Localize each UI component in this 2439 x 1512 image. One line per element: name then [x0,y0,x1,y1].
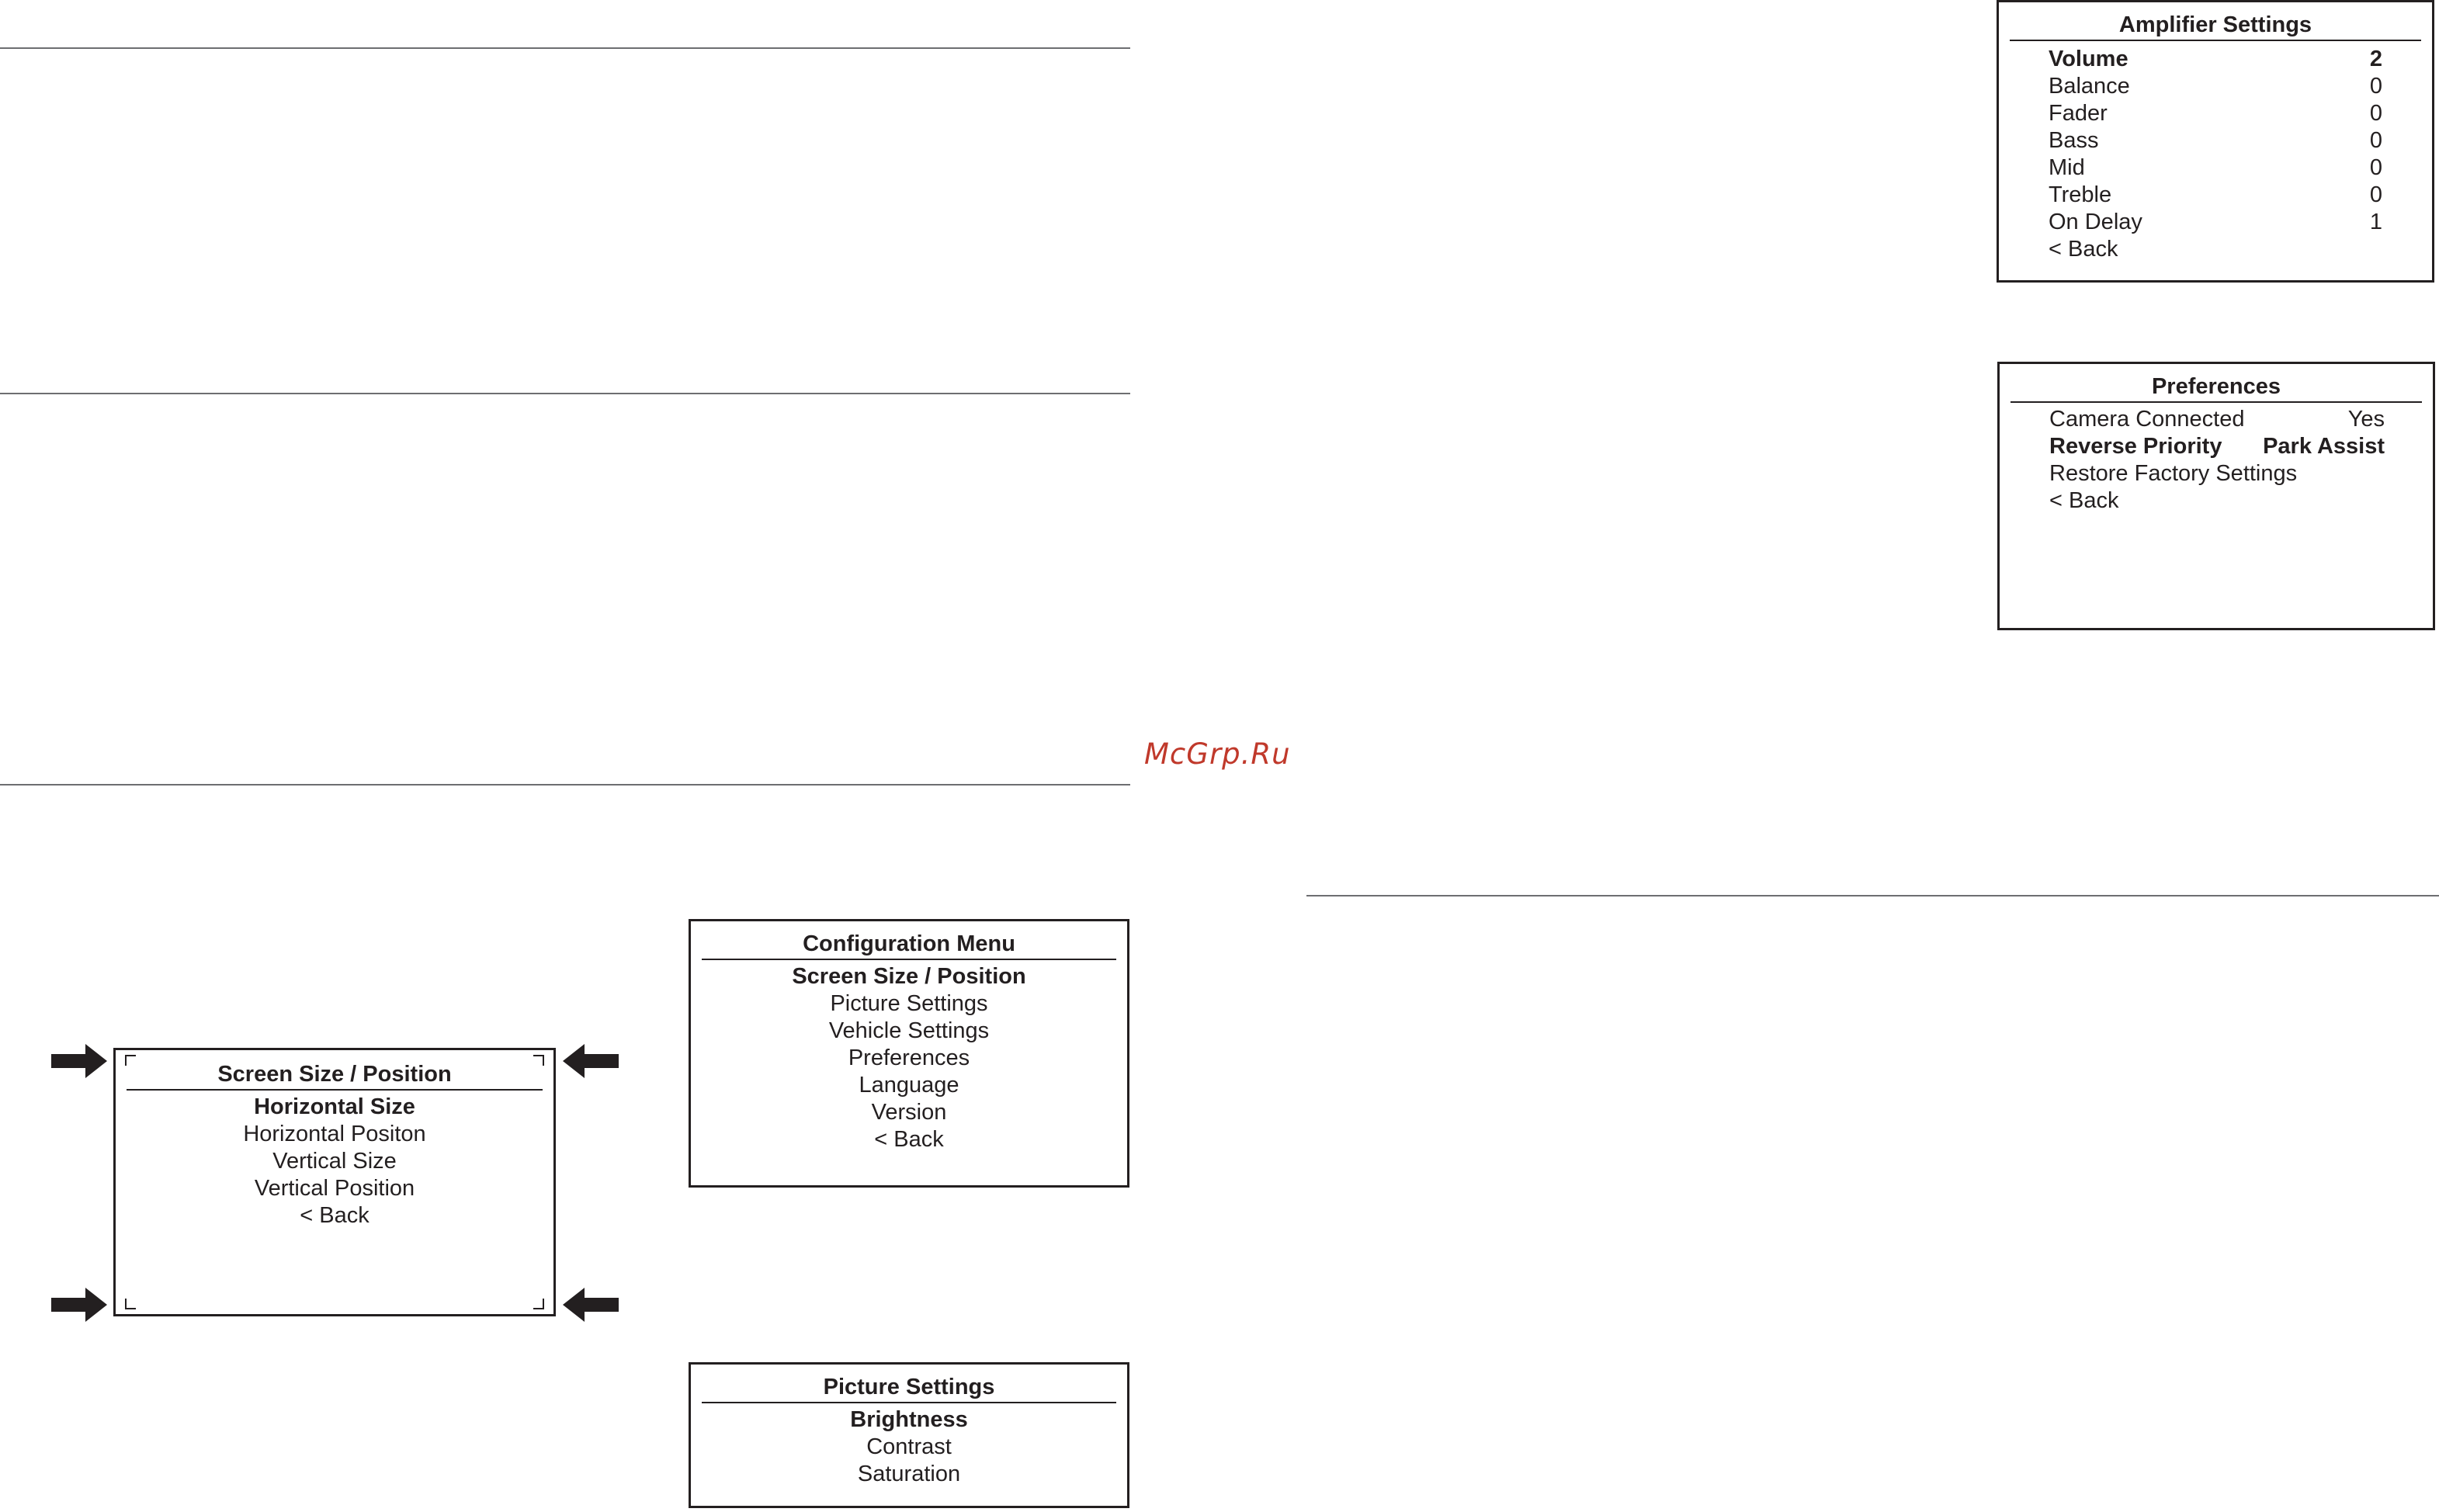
divider-line-middle-left [0,393,1130,394]
menu-item-language[interactable]: Language [859,1073,959,1098]
menu-item-back[interactable]: < Back [874,1127,944,1152]
menu-item-saturation[interactable]: Saturation [857,1462,961,1486]
menu-item-horizontal-size[interactable]: Horizontal Size [254,1094,415,1119]
menu-item-picture-settings[interactable]: Picture Settings [830,991,988,1016]
menu-title: Amplifier Settings [2118,12,2312,37]
menu-item-vehicle-settings[interactable]: Vehicle Settings [828,1018,990,1043]
menu-item-back[interactable]: < Back [300,1203,369,1228]
arrow-left-icon [563,1044,619,1078]
menu-title: Picture Settings [823,1375,995,1399]
title-rule [127,1089,543,1091]
corner-mark-bottom-left [125,1299,136,1309]
divider-line-lower-left [0,784,1130,785]
screen-size-position-menu: Screen Size / Position Horizontal Size H… [113,1048,556,1316]
title-rule [2010,40,2421,41]
menu-item-contrast[interactable]: Contrast [866,1434,952,1459]
title-rule [702,959,1116,960]
arrow-right-icon [51,1044,107,1078]
menu-item-restore-factory-settings[interactable]: Restore Factory Settings [2049,461,2298,486]
divider-line-right [1306,895,2439,896]
corner-mark-top-right [533,1055,544,1066]
menu-item-preferences[interactable]: Preferences [848,1046,970,1070]
title-rule [702,1402,1116,1403]
menu-item-brightness[interactable]: Brightness [850,1407,968,1432]
menu-item-version[interactable]: Version [871,1100,947,1125]
menu-item-back[interactable]: < Back [2049,237,2118,262]
menu-title: Preferences [2151,374,2281,399]
divider-line-top-left [0,47,1130,49]
arrow-left-icon [563,1288,619,1322]
picture-settings-menu: Picture Settings Brightness Contrast Sat… [689,1362,1129,1508]
menu-item-vertical-position[interactable]: Vertical Position [254,1176,415,1201]
configuration-menu: Configuration Menu Screen Size / Positio… [689,919,1129,1188]
arrow-right-icon [51,1288,107,1322]
corner-mark-top-left [125,1055,136,1066]
menu-title: Configuration Menu [803,931,1015,956]
menu-item-screen-size-position[interactable]: Screen Size / Position [792,964,1026,989]
watermark: McGrp.Ru [1144,737,1291,771]
menu-item-vertical-size[interactable]: Vertical Size [272,1149,397,1174]
corner-mark-bottom-right [533,1299,544,1309]
menu-item-horizontal-position[interactable]: Horizontal Positon [243,1122,426,1146]
menu-title: Screen Size / Position [217,1062,452,1087]
menu-item-back[interactable]: < Back [2049,488,2119,513]
title-rule [2011,401,2422,403]
